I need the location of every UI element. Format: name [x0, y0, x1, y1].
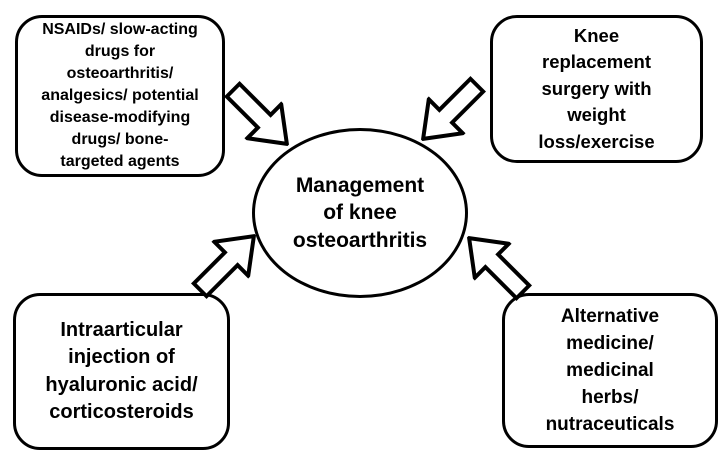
- treatment-box-nsaids: NSAIDs/ slow-acting drugs for osteoarthr…: [15, 15, 225, 177]
- block-arrow-southwest-icon: [420, 75, 487, 142]
- block-arrow-northwest-icon: [466, 235, 533, 302]
- treatment-box-intraarticular-injection: Intraarticular injection of hyaluronic a…: [13, 293, 230, 450]
- treatment-box-alternative-medicine-label: Alternative medicine/ medicinal herbs/ n…: [545, 306, 675, 435]
- treatment-box-intraarticular-injection-label: Intraarticular injection of hyaluronic a…: [45, 318, 198, 424]
- treatment-box-knee-replacement: Knee replacement surgery with weight los…: [490, 15, 703, 163]
- treatment-box-nsaids-label: NSAIDs/ slow-acting drugs for osteoarthr…: [41, 21, 199, 170]
- treatment-box-alternative-medicine: Alternative medicine/ medicinal herbs/ n…: [502, 293, 718, 448]
- treatment-box-knee-replacement-label: Knee replacement surgery with weight los…: [538, 24, 655, 152]
- block-arrow-northeast-icon: [190, 233, 257, 300]
- block-arrow-southeast-icon: [223, 80, 290, 147]
- central-topic-label: Management of knee osteoarthritis: [292, 173, 428, 252]
- central-topic-ellipse: Management of knee osteoarthritis: [252, 128, 468, 298]
